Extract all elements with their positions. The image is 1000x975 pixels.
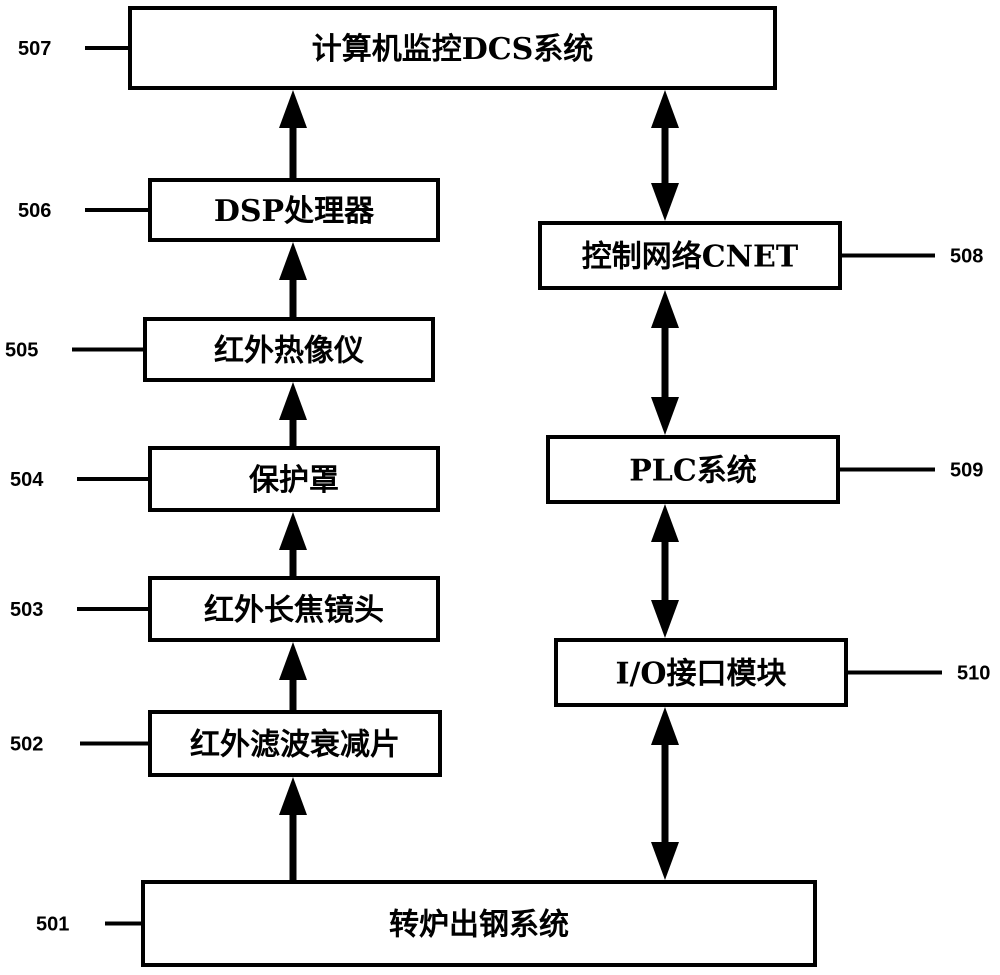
reference-number: 505 (5, 340, 38, 362)
node-509: PLC系统 509 (546, 435, 983, 504)
node-502: 红外滤波衰减片 502 (10, 710, 442, 777)
node-label: DSP处理器 (214, 194, 375, 229)
node-508: 控制网络CNET 508 (538, 221, 983, 290)
node-label: I/O接口模块 (615, 657, 786, 692)
edge-504-505 (279, 382, 307, 446)
arrowhead-up-icon (279, 382, 307, 420)
edge-502-503 (279, 642, 307, 710)
edge-501-502 (279, 777, 307, 880)
edge-508-509 (651, 290, 679, 435)
arrowhead-up-icon (279, 242, 307, 280)
reference-number: 503 (10, 599, 43, 621)
edge-503-504 (279, 512, 307, 576)
node-label: 转炉出钢系统 (389, 908, 569, 943)
node-label: 红外热像仪 (214, 334, 364, 369)
reference-number: 509 (950, 460, 983, 482)
node-label: 控制网络CNET (582, 240, 799, 275)
edge-509-510 (651, 504, 679, 638)
arrowhead-up-icon (651, 707, 679, 745)
arrowhead-down-icon (651, 397, 679, 435)
node-label: PLC系统 (629, 454, 757, 489)
arrowhead-up-icon (651, 90, 679, 128)
arrowhead-up-icon (279, 90, 307, 128)
reference-number: 507 (18, 38, 51, 60)
reference-number: 504 (10, 469, 44, 491)
node-label: 计算机监控DCS系统 (312, 32, 594, 67)
edge-507-508 (651, 90, 679, 221)
reference-number: 506 (18, 200, 51, 222)
node-box (554, 638, 848, 707)
node-label: 红外滤波衰减片 (190, 728, 400, 763)
reference-number: 501 (36, 914, 69, 936)
arrowhead-down-icon (651, 600, 679, 638)
arrowhead-up-icon (279, 777, 307, 815)
node-box (128, 6, 777, 90)
node-label: 红外长焦镜头 (204, 593, 384, 628)
edges-layer (279, 90, 679, 880)
arrowhead-up-icon (279, 512, 307, 550)
arrowhead-down-icon (651, 183, 679, 221)
node-label: 保护罩 (249, 463, 339, 498)
reference-number: 508 (950, 246, 983, 268)
node-504: 保护罩 504 (10, 446, 440, 512)
node-501: 转炉出钢系统 501 (36, 880, 817, 967)
node-510: I/O接口模块 510 (554, 638, 990, 707)
arrowhead-up-icon (651, 290, 679, 328)
node-503: 红外长焦镜头 503 (10, 576, 440, 642)
arrowhead-down-icon (651, 842, 679, 880)
arrowhead-up-icon (651, 504, 679, 542)
node-box (141, 880, 817, 967)
edge-506-507 (279, 90, 307, 178)
edge-510-501 (651, 707, 679, 880)
reference-number: 510 (957, 663, 990, 685)
node-box (148, 576, 440, 642)
node-505: 红外热像仪 505 (5, 317, 435, 382)
edge-505-506 (279, 242, 307, 317)
node-box (148, 178, 440, 242)
arrowhead-up-icon (279, 642, 307, 680)
node-506: DSP处理器 506 (18, 178, 440, 242)
node-507: 计算机监控DCS系统 507 (18, 6, 777, 90)
reference-number: 502 (10, 734, 43, 756)
